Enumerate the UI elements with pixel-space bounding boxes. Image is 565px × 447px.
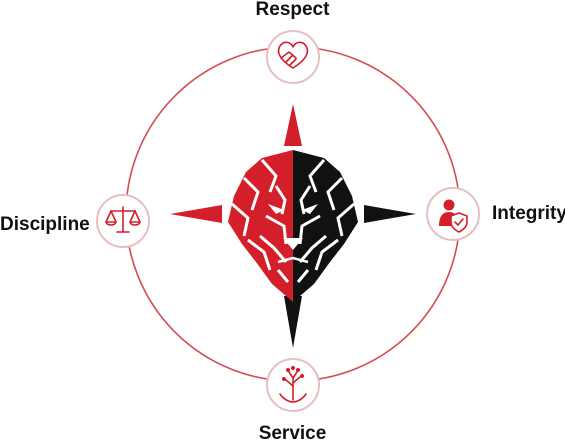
- compass-arm-south: [284, 296, 302, 348]
- integrity-node: [426, 187, 480, 241]
- person-shield-icon: [439, 199, 468, 233]
- compass-arm-west: [170, 205, 222, 223]
- value-label-respect: Respect: [255, 0, 330, 20]
- value-label-discipline: Discipline: [0, 214, 90, 235]
- tree-hands-icon: [279, 371, 307, 403]
- respect-node: [266, 30, 320, 84]
- service-node: [266, 358, 320, 412]
- value-label-service: Service: [258, 423, 327, 444]
- discipline-node: [96, 194, 150, 248]
- balance-scale-icon: [105, 206, 141, 233]
- lion-compass-emblem-icon: [228, 150, 358, 302]
- compass-star: [170, 104, 416, 348]
- compass-arm-north: [284, 104, 302, 146]
- value-label-integrity: Integrity: [492, 203, 565, 224]
- handshake-heart-icon: [277, 41, 309, 69]
- compass-arm-east: [364, 205, 416, 223]
